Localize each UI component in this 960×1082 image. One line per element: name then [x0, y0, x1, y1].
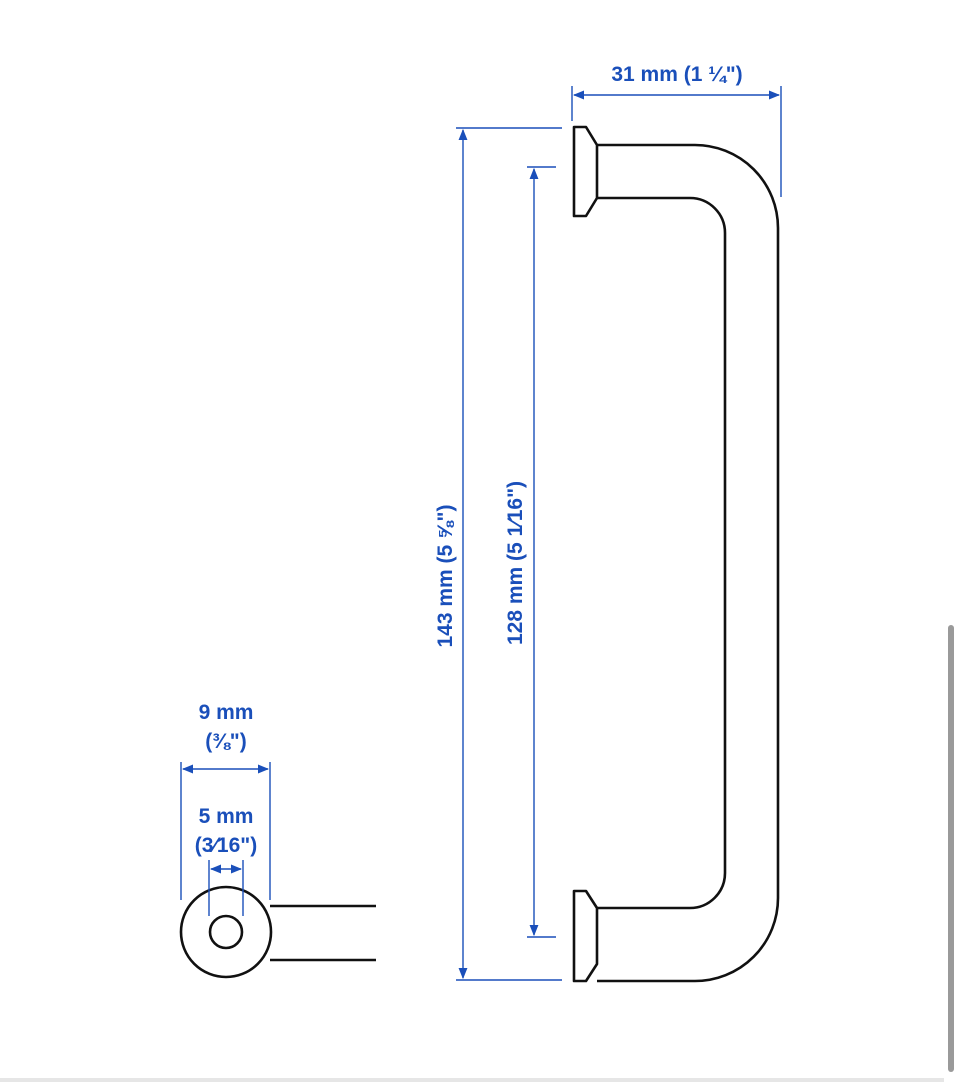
vertical-scrollbar[interactable]	[944, 0, 960, 1082]
handle-side-view	[572, 125, 780, 983]
handle-outline	[597, 143, 780, 983]
screw-mm-label: 5 mm	[199, 805, 254, 828]
hole-spacing-label: 128 mm (5 1⁄16")	[504, 481, 527, 645]
dimension-lines	[180, 86, 782, 981]
screw-in-label: (3⁄16")	[195, 834, 258, 857]
scrollbar-thumb[interactable]	[948, 625, 954, 1072]
cross-section-screw-hole	[208, 914, 244, 950]
dimension-diagram: 31 mm (1 ¼") 143 mm (5 ⅝") 128 mm (5 1⁄1…	[179, 63, 782, 983]
total-length-label: 143 mm (5 ⅝")	[434, 504, 457, 647]
depth-label: 31 mm (1 ¼")	[611, 63, 742, 86]
top-mount-foot	[572, 125, 599, 218]
dimension-labels: 31 mm (1 ¼") 143 mm (5 ⅝") 128 mm (5 1⁄1…	[195, 63, 743, 857]
bottom-mount-foot	[572, 889, 599, 983]
handle-inner-outline	[597, 196, 727, 910]
cross-section-outer-circle	[179, 885, 273, 979]
handle-cross-section	[179, 885, 376, 979]
diameter-in-label: (⅜")	[205, 730, 246, 753]
bottom-divider	[0, 1078, 944, 1082]
diameter-mm-label: 9 mm	[199, 701, 254, 724]
handle-drawing: 31 mm (1 ¼") 143 mm (5 ⅝") 128 mm (5 1⁄1…	[179, 63, 782, 983]
